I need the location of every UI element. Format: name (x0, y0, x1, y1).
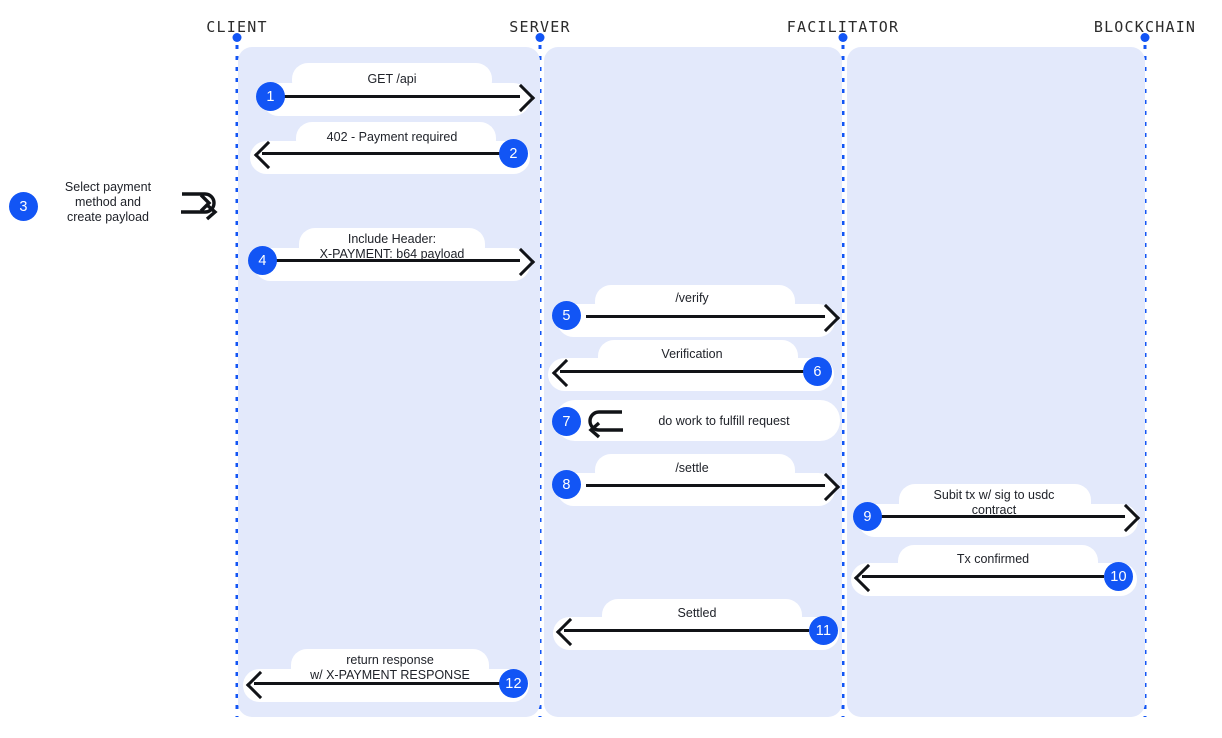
message-9-badge[interactable]: 9 (853, 502, 882, 531)
message-3-badge[interactable]: 3 (9, 192, 38, 221)
lifeline-head-dot-facilitator (838, 33, 848, 42)
message-5-badge[interactable]: 5 (552, 301, 581, 330)
message-12-arrow-plate (243, 669, 529, 702)
message-1-arrow-line (283, 95, 520, 98)
message-8-badge[interactable]: 8 (552, 470, 581, 499)
message-8-label: /settle (675, 461, 709, 475)
message-8-arrow-line (586, 484, 825, 487)
message-3-self-loop-icon (175, 186, 221, 224)
message-12-arrow-line (254, 682, 500, 685)
message-4-arrow-line-2 (275, 259, 520, 262)
message-6-arrow-plate (548, 358, 834, 391)
lifeline-blockchain (1143, 45, 1147, 717)
message-11-arrow-line (564, 629, 809, 632)
message-1-arrow-plate (262, 83, 530, 116)
message-7-label: do work to fulfill request (658, 414, 790, 428)
participant-label-facilitator: FACILITATOR (786, 18, 900, 36)
message-5-arrow-plate (557, 304, 835, 337)
participant-label-client: CLIENT (206, 18, 268, 36)
message-10-label: Tx confirmed (956, 552, 1030, 566)
message-11-badge[interactable]: 11 (809, 616, 838, 645)
message-6-arrow-line (560, 370, 806, 373)
message-2-badge[interactable]: 2 (499, 139, 528, 168)
message-10-arrow-plate (851, 563, 1137, 596)
activation-band-facilitator-blockchain (847, 47, 1145, 717)
message-9-arrow-plate (858, 504, 1138, 537)
message-6-label: Verification (661, 347, 723, 361)
lifeline-head-dot-blockchain (1140, 33, 1150, 42)
message-2-arrow-line (262, 152, 505, 155)
message-1-badge[interactable]: 1 (256, 82, 285, 111)
message-5-label: /verify (675, 291, 709, 305)
message-12-badge[interactable]: 12 (499, 669, 528, 698)
message-9-arrow-line (880, 515, 1125, 518)
lifeline-head-dot-server (535, 33, 545, 42)
message-11-arrow-plate (553, 617, 839, 650)
lifeline-client (235, 45, 239, 717)
participant-label-server: SERVER (509, 18, 571, 36)
message-5-arrow-line (586, 315, 825, 318)
message-9-label: Subit tx w/ sig to usdc contract (933, 488, 1055, 517)
message-4-badge[interactable]: 4 (248, 246, 277, 275)
message-10-badge[interactable]: 10 (1104, 562, 1133, 591)
message-2-label: 402 - Payment required (326, 130, 458, 144)
message-12-label: return response w/ X-PAYMENT RESPONSE (310, 653, 470, 682)
lifeline-server (538, 45, 542, 717)
lifeline-facilitator (841, 45, 845, 717)
lifeline-head-dot-client (232, 33, 242, 42)
message-10-arrow-line (862, 575, 1104, 578)
message-3-label: Select payment method and create payload (64, 180, 152, 224)
message-2-arrow-plate (250, 141, 530, 174)
message-4-label: Include Header: X-PAYMENT: b64 payload (319, 232, 465, 261)
message-7-self-loop-icon (582, 404, 630, 440)
message-3-plate (2, 176, 224, 236)
message-4-arrow-plate (254, 248, 530, 281)
message-6-badge[interactable]: 6 (803, 357, 832, 386)
message-8-arrow-plate (557, 473, 835, 506)
participant-label-blockchain: BLOCKCHAIN (1093, 18, 1197, 36)
message-7-badge[interactable]: 7 (552, 407, 581, 436)
message-1-label: GET /api (367, 72, 417, 86)
message-11-label: Settled (677, 606, 717, 620)
message-7-plate (555, 400, 840, 441)
